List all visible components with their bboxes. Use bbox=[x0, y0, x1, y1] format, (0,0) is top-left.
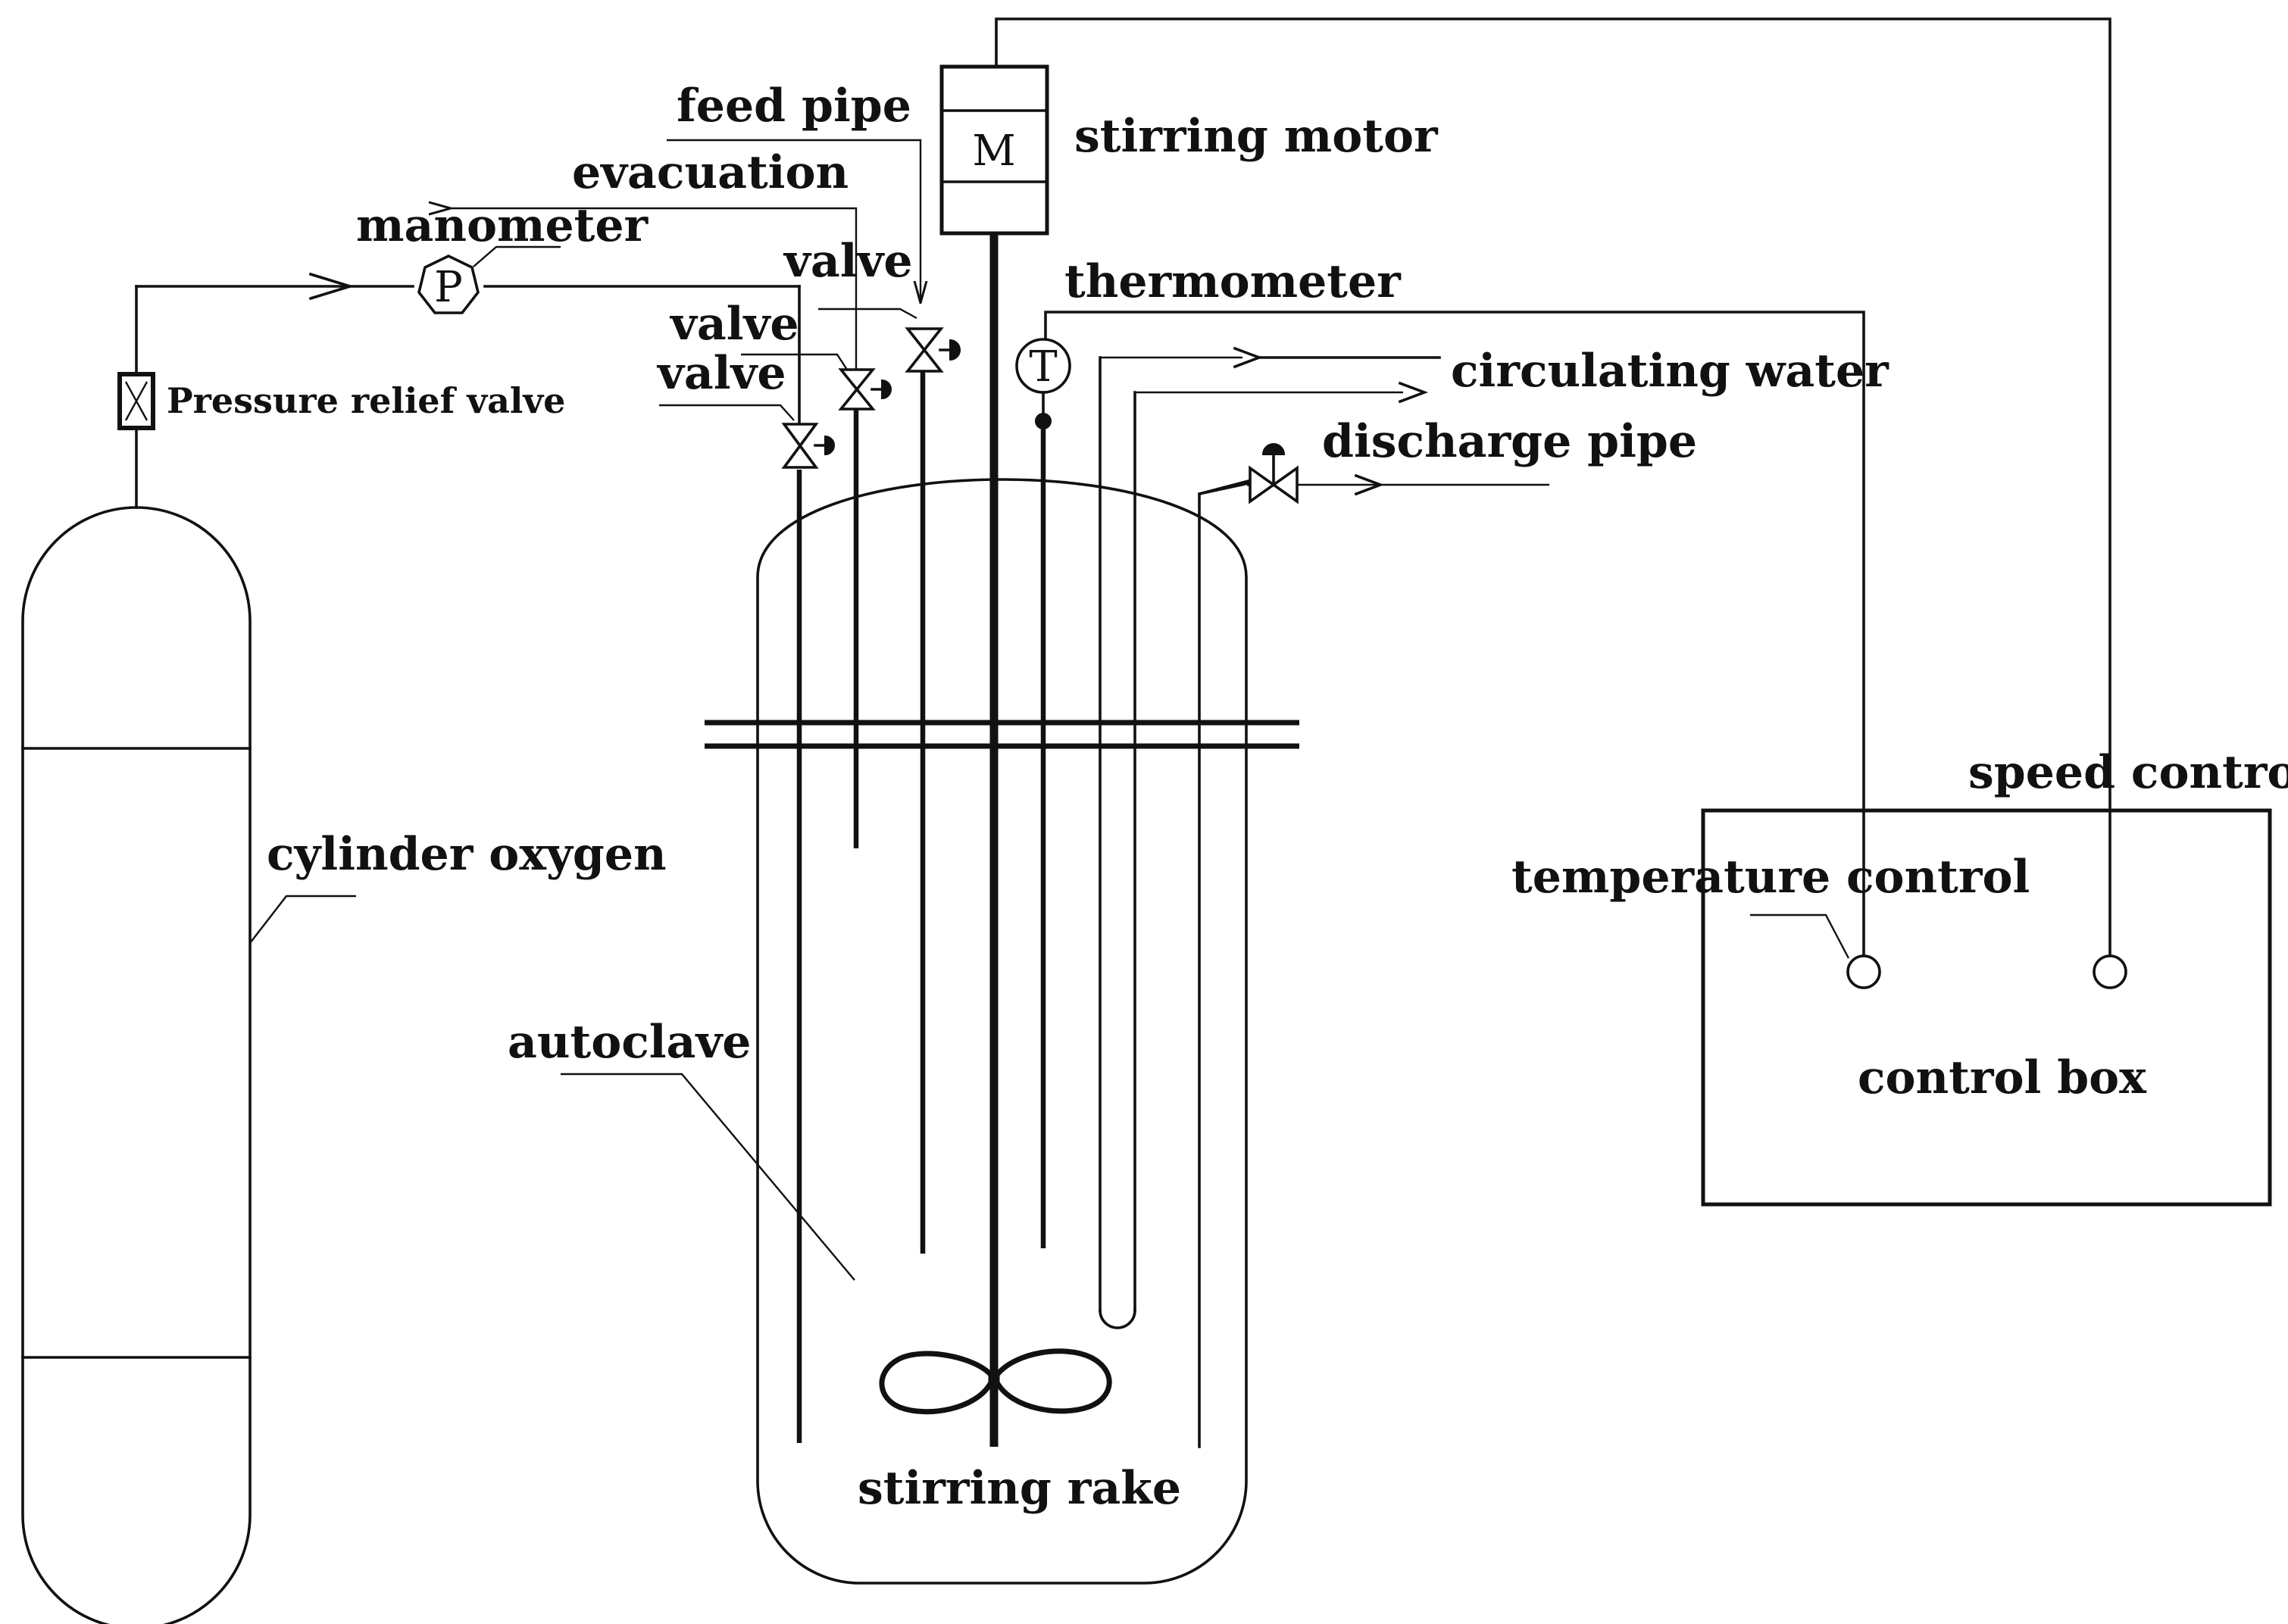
cylinder-oxygen-label: cylinder oxygen bbox=[267, 828, 667, 881]
manometer-icon: P bbox=[417, 255, 480, 314]
pressure-relief-valve-icon bbox=[117, 372, 155, 430]
valve-low-leader bbox=[659, 404, 795, 421]
stirring-rake-impeller bbox=[879, 1348, 1112, 1415]
motor-symbol: M bbox=[972, 126, 1015, 176]
temperature-control-leader bbox=[1750, 914, 1850, 959]
evacuation-label: evacuation bbox=[572, 146, 849, 199]
discharge-valve-icon bbox=[1249, 443, 1299, 504]
autoclave-leader bbox=[561, 1073, 855, 1281]
valve-low-icon bbox=[781, 423, 835, 469]
valve-top-icon bbox=[905, 327, 961, 373]
manometer-leader bbox=[473, 245, 561, 267]
valve-low-label: valve bbox=[656, 347, 786, 400]
evacuation-line bbox=[451, 208, 859, 848]
autoclave-vessel bbox=[705, 478, 1299, 1585]
temperature-control-wire bbox=[1044, 311, 1865, 958]
valve-mid-leader bbox=[741, 353, 849, 370]
manometer-label: manometer bbox=[356, 199, 649, 252]
manometer-symbol: P bbox=[434, 263, 463, 312]
thermometer-symbol: T bbox=[1029, 342, 1057, 392]
valve-mid-icon bbox=[838, 368, 892, 411]
valve-top-leader bbox=[818, 308, 917, 320]
stirring-rake-label: stirring rake bbox=[858, 1462, 1181, 1515]
discharge-pipe-label: discharge pipe bbox=[1322, 415, 1697, 468]
oxygen-cylinder bbox=[21, 506, 252, 1624]
speed-control-knob-icon[interactable] bbox=[2093, 954, 2127, 989]
pressure-relief-valve-label: Pressure relief valve bbox=[167, 380, 565, 421]
thermometer-icon: T bbox=[1015, 338, 1071, 394]
feed-pipe-line bbox=[667, 139, 923, 1254]
oxygen-supply-line bbox=[135, 272, 801, 509]
temperature-control-label: temperature control bbox=[1511, 851, 2030, 904]
temperature-control-knob-icon[interactable] bbox=[1846, 954, 1881, 989]
cylinder-oxygen-leader bbox=[249, 895, 356, 944]
thermometer-label: thermometer bbox=[1064, 255, 1402, 308]
control-box-label: control box bbox=[1858, 1051, 2147, 1104]
speed-control-label: speed control bbox=[1968, 746, 2288, 799]
valve-top-label: valve bbox=[783, 235, 913, 288]
feed-pipe-label: feed pipe bbox=[677, 80, 911, 133]
autoclave-label: autoclave bbox=[508, 1016, 751, 1069]
control-box bbox=[1701, 808, 2272, 1207]
circulating-water-label: circulating water bbox=[1451, 345, 1889, 398]
discharge-pipe-line bbox=[1197, 473, 1549, 1448]
speed-control-wire bbox=[995, 17, 2111, 958]
stirring-motor-icon: M bbox=[939, 64, 1049, 236]
stirring-motor-label: stirring motor bbox=[1074, 110, 1439, 163]
circulating-water-coil bbox=[1099, 346, 1441, 1329]
valve-mid-label: valve bbox=[669, 298, 799, 351]
